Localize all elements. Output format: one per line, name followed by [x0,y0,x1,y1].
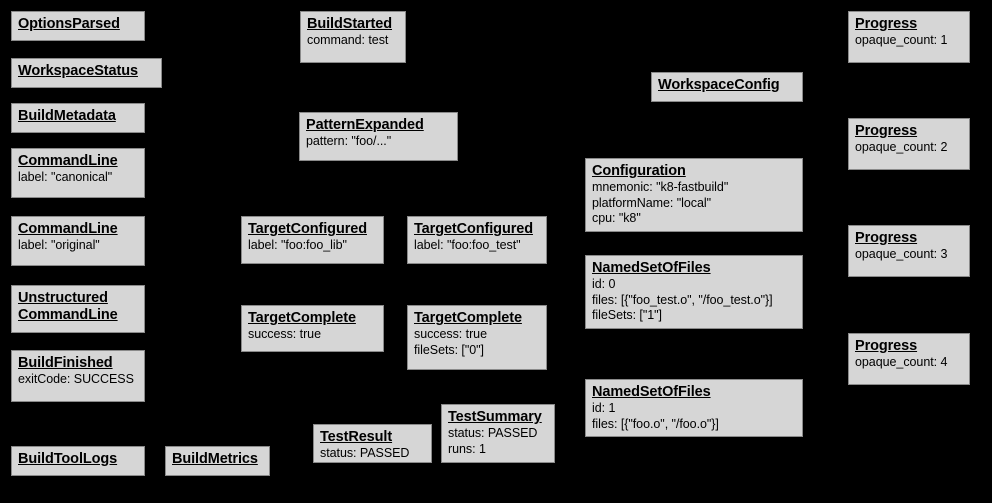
node-title: TargetConfigured [248,221,367,237]
node-title: TargetComplete [248,310,356,326]
node-title: Progress [855,123,918,139]
node-fields: mnemonic: "k8-fastbuild" platformName: "… [592,180,729,225]
node-fields: label: "foo:foo_test" [414,238,521,252]
node-title: BuildMetrics [172,451,258,467]
node-fields: id: 0 files: [{"foo_test.o", "/foo_test.… [592,277,773,322]
node-workspace-status[interactable]: WorkspaceStatus [11,58,162,88]
node-fields: id: 1 files: [{"foo.o", "/foo.o"}] [592,401,719,431]
node-title: CommandLine [18,153,118,169]
node-title: BuildFinished [18,355,113,371]
node-title: NamedSetOfFiles [592,384,711,400]
node-title: BuildToolLogs [18,451,118,467]
node-title: TargetComplete [414,310,522,326]
node-title: Progress [855,338,918,354]
node-fields: opaque_count: 4 [855,355,948,369]
node-fields: success: true [248,327,321,341]
node-build-metadata[interactable]: BuildMetadata [11,103,145,133]
node-fields: exitCode: SUCCESS [18,372,134,386]
node-title: BuildMetadata [18,108,116,124]
node-fields: status: PASSED runs: 1 [448,426,538,456]
node-title: WorkspaceConfig [658,77,780,93]
node-title: OptionsParsed [18,16,120,32]
node-title: TargetConfigured [414,221,533,237]
node-fields: opaque_count: 2 [855,140,948,154]
node-options-parsed[interactable]: OptionsParsed [11,11,145,41]
node-fields: label: "original" [18,238,100,252]
node-title: TestResult [320,429,393,445]
node-build-metrics[interactable]: BuildMetrics [165,446,270,476]
node-fields: command: test [307,33,389,47]
node-fields: success: true fileSets: ["0"] [414,327,487,357]
node-title: Progress [855,230,918,246]
node-fields: label: "foo:foo_lib" [248,238,347,252]
node-title: PatternExpanded [306,117,424,133]
node-fields: opaque_count: 1 [855,33,948,47]
node-workspace-config[interactable]: WorkspaceConfig [651,72,803,102]
node-title: CommandLine [18,221,118,237]
node-title: NamedSetOfFiles [592,260,711,276]
node-fields: label: "canonical" [18,170,113,184]
node-title: TestSummary [448,409,542,425]
node-unstructured-command-line[interactable]: Unstructured CommandLine [11,285,145,333]
node-fields: status: PASSED [320,446,410,460]
node-title: Configuration [592,163,686,179]
node-title: Progress [855,16,918,32]
node-title: WorkspaceStatus [18,63,138,79]
node-build-tool-logs[interactable]: BuildToolLogs [11,446,145,476]
node-fields: opaque_count: 3 [855,247,948,261]
node-title: Unstructured CommandLine [18,290,118,323]
node-fields: pattern: "foo/..." [306,134,392,148]
node-title: BuildStarted [307,16,393,32]
